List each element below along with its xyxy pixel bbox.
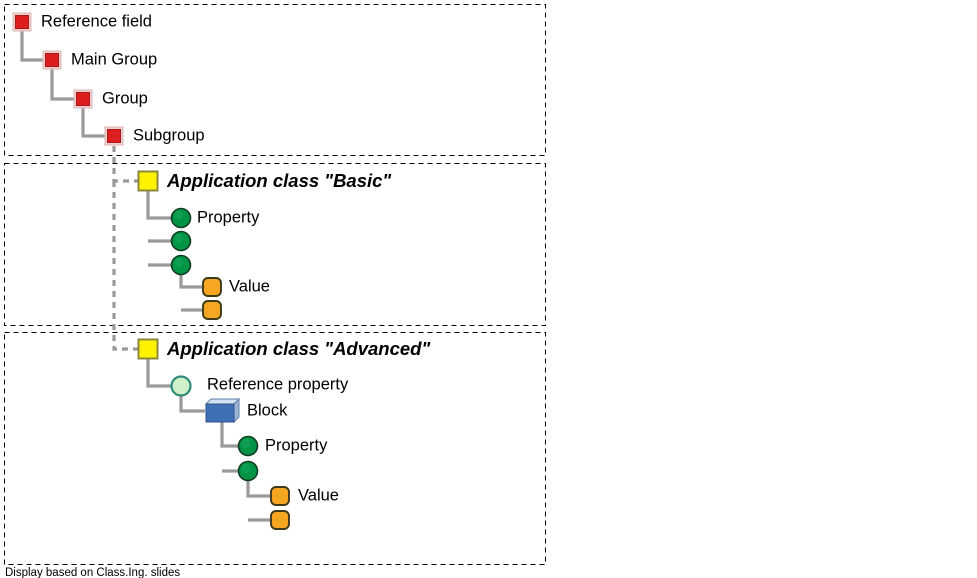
panel-reference-fields [4,4,546,156]
footer-caption: Display based on Class.Ing. slides [5,567,180,578]
yellow-square-icon [137,170,159,192]
node-subgroup[interactable]: Subgroup [104,126,205,146]
node-basic-property-2[interactable] [170,230,192,252]
node-advanced-property-1[interactable]: Property [237,435,329,457]
node-label-reference-property: Reference property [207,375,349,393]
node-advanced-property-2[interactable] [237,460,259,482]
pale-green-circle-icon [170,375,192,397]
orange-rounded-square-icon [270,486,290,506]
node-label-basic-value-1: Value [229,277,270,295]
node-label-advanced-value-1: Value [298,486,339,504]
red-square-icon [73,89,93,109]
red-square-icon [104,126,124,146]
node-advanced-value-2[interactable] [270,510,290,530]
node-advanced-value-1[interactable]: Value [270,486,339,506]
panel-application-class-basic [4,163,546,326]
node-block[interactable]: Block [205,398,288,423]
node-group[interactable]: Group [73,89,148,109]
node-basic-value-1[interactable]: Value [202,277,270,297]
node-label-basic-property-1: Property [197,208,260,226]
green-circle-icon [170,254,192,276]
node-label-group: Group [102,89,148,107]
node-main-group[interactable]: Main Group [42,50,157,70]
yellow-square-icon [137,338,159,360]
orange-rounded-square-icon [202,300,222,320]
node-basic-property-1[interactable]: Property [170,207,261,229]
node-label-subgroup: Subgroup [133,126,205,144]
blue-block-icon [205,398,240,423]
connector-group-reference-chain [20,31,105,138]
red-square-icon [42,50,62,70]
green-circle-icon [237,460,259,482]
node-label-advanced-property-1: Property [265,436,328,454]
orange-rounded-square-icon [270,510,290,530]
node-label-main-group: Main Group [71,50,157,68]
red-square-icon [12,12,32,32]
node-reference-property[interactable]: Reference property [170,375,349,397]
node-label-block: Block [247,401,288,419]
node-reference-field[interactable]: Reference field [12,12,152,32]
node-basic-value-2[interactable] [202,300,222,320]
orange-rounded-square-icon [202,277,222,297]
connector-group-advanced [146,359,270,522]
node-label-application-class-advanced: Application class "Advanced" [166,338,430,359]
green-circle-icon [170,230,192,252]
connector-group-basic [146,191,202,312]
node-application-class-advanced[interactable]: Application class "Advanced" [137,338,431,360]
node-application-class-basic[interactable]: Application class "Basic" [137,170,392,192]
green-circle-icon [170,207,192,229]
green-circle-icon [237,435,259,457]
node-label-reference-field: Reference field [41,12,152,30]
node-label-application-class-basic: Application class "Basic" [166,170,391,191]
panel-application-class-advanced [4,332,546,565]
node-basic-property-3[interactable] [170,254,192,276]
connector-subgroup-to-classes-dashed [112,146,139,351]
